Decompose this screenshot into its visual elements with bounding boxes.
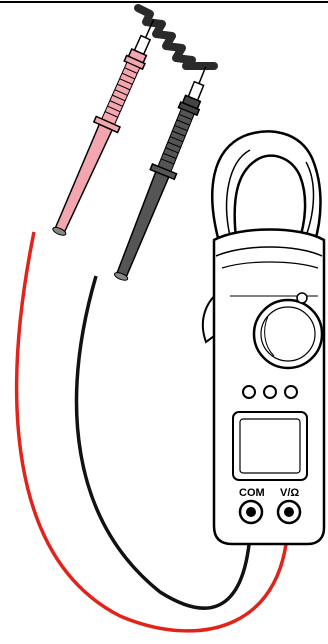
function-button-3	[285, 386, 297, 398]
function-button-1	[243, 386, 255, 398]
com-jack	[240, 501, 262, 523]
com-label: COM	[239, 487, 265, 499]
v-ohm-jack	[278, 501, 300, 523]
resistor-icon	[138, 8, 214, 66]
function-button-2	[264, 386, 276, 398]
hold-indicator-icon	[297, 293, 307, 303]
clamp-meter: COM V/Ω	[203, 131, 324, 544]
v-ohm-label: V/Ω	[280, 487, 299, 499]
